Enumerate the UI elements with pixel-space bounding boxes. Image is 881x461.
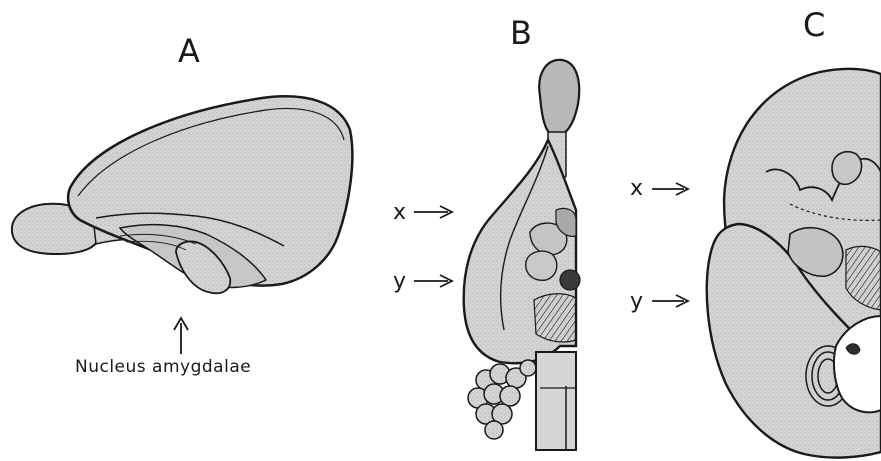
arrow-c-y xyxy=(652,295,688,307)
panel-letter-c: C xyxy=(803,6,825,44)
marker-x-panel-c: x xyxy=(630,176,643,201)
marker-x-panel-b: x xyxy=(393,200,406,225)
fibre-tract-hatched xyxy=(534,294,576,342)
dorsal-cortex-lobe xyxy=(539,60,579,136)
panel-letter-a: A xyxy=(178,32,200,70)
arrow-c-x xyxy=(652,183,688,195)
dark-nucleus xyxy=(560,270,580,290)
vessel-cluster xyxy=(468,360,536,439)
amygdala-caption: Nucleus amygdalae xyxy=(75,357,251,377)
marker-y-panel-c: y xyxy=(630,289,643,314)
arrow-b-x xyxy=(414,206,452,218)
amygdala-pointer-arrow xyxy=(174,318,188,354)
marker-y-panel-b: y xyxy=(393,269,406,294)
panel-a-brain-lateral xyxy=(12,96,352,354)
brainstem-cut xyxy=(536,352,576,450)
panel-c-brain-ventral xyxy=(652,69,881,458)
olfactory-tubercle xyxy=(832,152,862,185)
panel-b-brain-section xyxy=(414,60,580,450)
panel-letter-b: B xyxy=(510,14,532,52)
arrow-b-y xyxy=(414,275,452,287)
amygdala-nucleus-b xyxy=(526,251,557,280)
